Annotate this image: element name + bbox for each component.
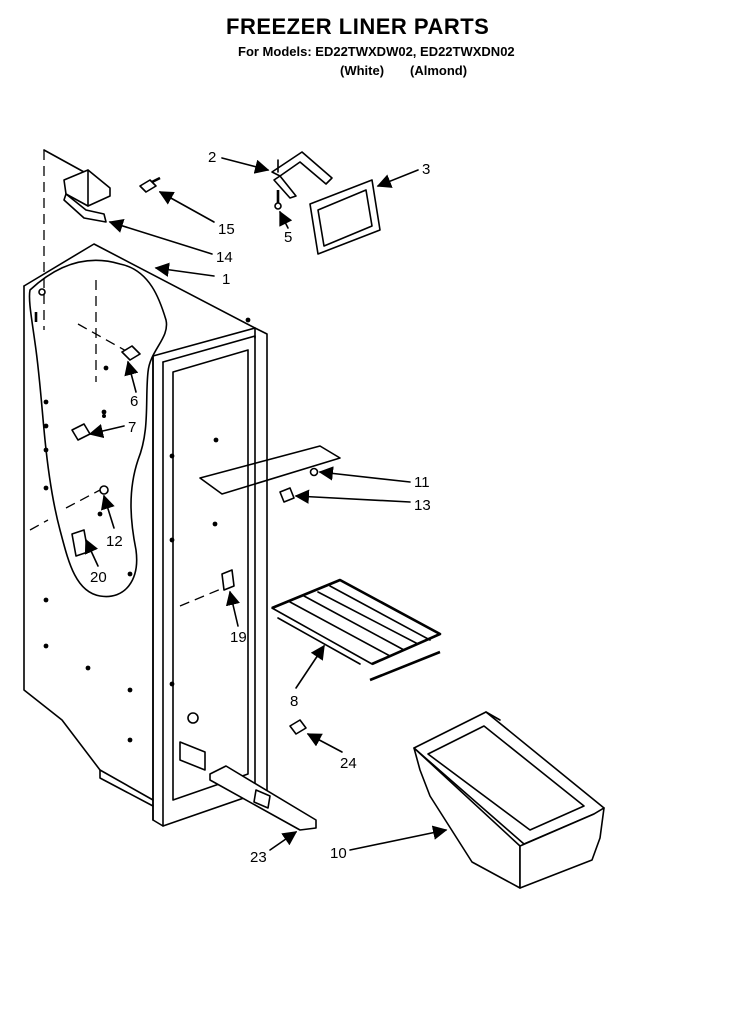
part-14-bracket	[43, 149, 111, 223]
callout-13: 13	[414, 497, 431, 514]
page-title: FREEZER LINER PARTS	[226, 14, 490, 39]
callout-24: 24	[340, 755, 357, 772]
callout-10: 10	[330, 845, 347, 862]
callout-1: 1	[222, 271, 230, 288]
part-2-bracket	[271, 151, 333, 199]
callout-6: 6	[130, 393, 138, 410]
color-white-label: (White)	[340, 63, 385, 78]
callout-8: 8	[290, 693, 298, 710]
part-7-bracket	[71, 414, 106, 441]
part-6-clip	[121, 345, 141, 361]
part-12-plug	[99, 485, 109, 495]
part-8-shelf	[271, 578, 442, 682]
callout-7: 7	[128, 419, 136, 436]
part-23-rail	[209, 765, 317, 831]
callout-15: 15	[218, 221, 235, 238]
part-5-screw	[274, 190, 282, 210]
part-3-frame	[309, 179, 381, 255]
callout-3: 3	[422, 161, 430, 178]
color-almond-label: (Almond)	[410, 63, 468, 78]
diagram-header: FREEZER LINER PARTS For Models: ED22TWXD…	[0, 0, 752, 90]
part-24-screw	[289, 719, 307, 735]
models-line: For Models: ED22TWXDW02, ED22TWXDN02	[238, 44, 515, 59]
callout-11: 11	[414, 474, 430, 491]
part-10-bin	[413, 711, 605, 889]
callout-2: 2	[208, 149, 216, 166]
leader-lines	[84, 157, 448, 851]
callout-19: 19	[230, 629, 247, 646]
callout-12: 12	[106, 533, 123, 550]
callout-5: 5	[284, 229, 292, 246]
callout-numbers: 1 2 3 5 6 7 8 10 11 12 13 14 15 19 20 23…	[90, 149, 431, 866]
callout-14: 14	[216, 249, 233, 266]
part-15-screw	[139, 176, 161, 193]
part-19-clip	[221, 569, 235, 591]
part-20-bracket	[71, 529, 89, 557]
part-11-13-assembly	[199, 445, 341, 503]
callout-23: 23	[250, 849, 267, 866]
callout-20: 20	[90, 569, 107, 586]
